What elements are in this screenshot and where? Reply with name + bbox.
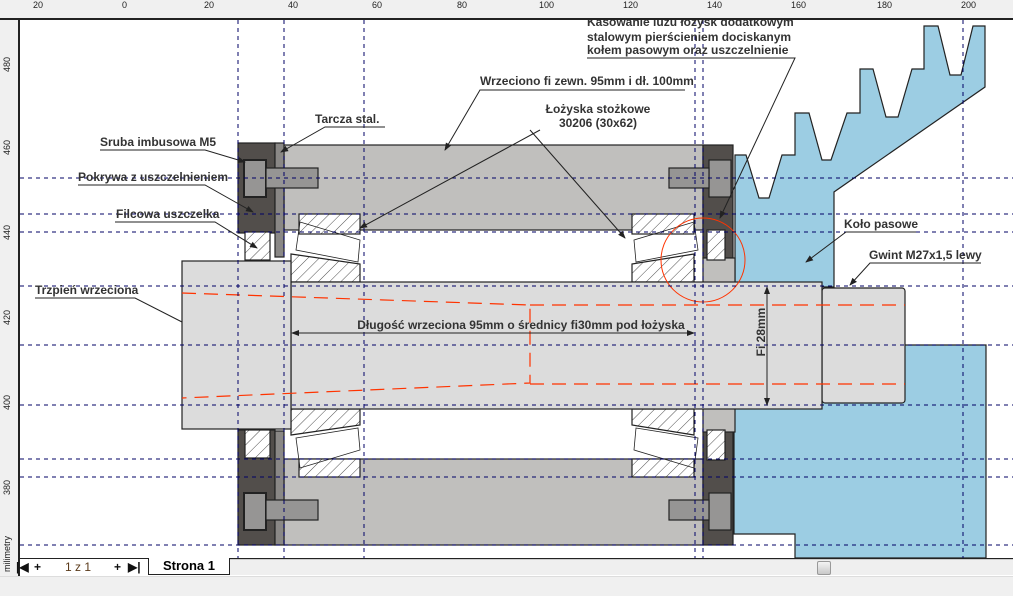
horizontal-scrollbar[interactable]	[230, 559, 1013, 575]
label-kasowanie-1: Kasowanie luzu łożysk dodatkowym	[587, 20, 794, 29]
plate-left-top	[274, 142, 285, 258]
ruler-tick: 20	[204, 0, 215, 10]
bearing-inner	[631, 253, 695, 283]
bearing-outer	[631, 458, 695, 478]
label-lozyska-2: 30206 (30x62)	[559, 116, 637, 130]
technical-drawing: Kasowanie luzu łożysk dodatkowym stalowy…	[20, 20, 1013, 558]
plate-left-bottom	[274, 430, 285, 546]
scrollbar-thumb[interactable]	[817, 561, 831, 575]
bearing-inner	[290, 408, 361, 436]
ruler-horizontal[interactable]: 20 0 20 40 60 80 100 120 140 160 180 200	[0, 0, 1013, 20]
ruler-tick: 0	[122, 0, 128, 10]
guidelines	[20, 20, 1013, 558]
label-fi28: Fi 28mm	[754, 308, 768, 357]
label-dlugosc: Długość wrzeciona 95mm o średnicy fi30mm…	[357, 318, 685, 332]
ruler-tick: 480	[2, 56, 12, 72]
ruler-vertical[interactable]: 480 460 440 420 400 380 milimetry	[0, 20, 20, 576]
bolt-shank	[668, 499, 710, 521]
ruler-tick: 160	[791, 0, 807, 10]
label-filcowa: Filcowa uszczelka	[116, 207, 220, 221]
ruler-tick: 120	[623, 0, 639, 10]
bearing-inner	[290, 253, 361, 283]
ruler-tick: 60	[372, 0, 383, 10]
ruler-tick: 380	[2, 479, 12, 495]
drawing-canvas[interactable]: Kasowanie luzu łożysk dodatkowym stalowy…	[20, 20, 1013, 558]
ruler-tick: 40	[288, 0, 299, 10]
status-bar	[0, 576, 1013, 596]
felt-seal	[706, 229, 726, 261]
tab-label: Strona 1	[162, 558, 215, 573]
ruler-tick: 80	[457, 0, 468, 10]
tab-strona-1[interactable]: Strona 1	[148, 558, 230, 575]
felt-seal	[244, 429, 271, 459]
ruler-tick: 460	[2, 139, 12, 155]
label-kasowanie-3: kołem pasowym oraz uszczelnienie	[587, 43, 789, 57]
bearing-outer	[298, 458, 361, 478]
ruler-tick: 200	[961, 0, 977, 10]
bolt-head	[243, 492, 267, 531]
label-sruba: Sruba imbusowa M5	[100, 135, 216, 149]
label-lozyska-1: Łożyska stożkowe	[546, 102, 651, 116]
first-page-button[interactable]: |◀	[16, 560, 29, 574]
ruler-tick: 100	[539, 0, 555, 10]
ruler-tick: 400	[2, 394, 12, 410]
add-page-before-button[interactable]: +	[34, 560, 42, 574]
ruler-tick: 140	[707, 0, 723, 10]
ruler-tick: 180	[877, 0, 893, 10]
ruler-tick: 440	[2, 224, 12, 240]
bolt-head	[708, 492, 732, 531]
label-gwint: Gwint M27x1,5 lewy	[869, 248, 982, 262]
page-tab-bar: |◀ + 1 z 1 + ▶| Strona 1	[16, 558, 1013, 576]
bolt-shank	[265, 499, 319, 521]
ruler-tick: 420	[2, 309, 12, 325]
label-pokrywa: Pokrywa z uszczelnieniem	[78, 170, 228, 184]
page-counter: 1 z 1	[65, 560, 92, 574]
label-tarcza: Tarcza stal.	[315, 112, 379, 126]
label-kolo: Koło pasowe	[844, 217, 918, 231]
ruler-tick: 20	[33, 0, 44, 10]
felt-seal	[244, 231, 271, 261]
bearing-inner	[631, 408, 695, 436]
pulley	[734, 25, 986, 288]
label-trzpien: Trzpień wrzeciona	[35, 283, 139, 297]
felt-seal	[706, 429, 726, 461]
add-page-after-button[interactable]: +	[114, 560, 122, 574]
label-kasowanie-2: stalowym pierścieniem dociskanym	[587, 30, 791, 44]
ruler-unit: milimetry	[2, 536, 12, 572]
last-page-button[interactable]: ▶|	[128, 560, 141, 574]
label-wrzeciono: Wrzeciono fi zewn. 95mm i dł. 100mm	[480, 74, 694, 88]
